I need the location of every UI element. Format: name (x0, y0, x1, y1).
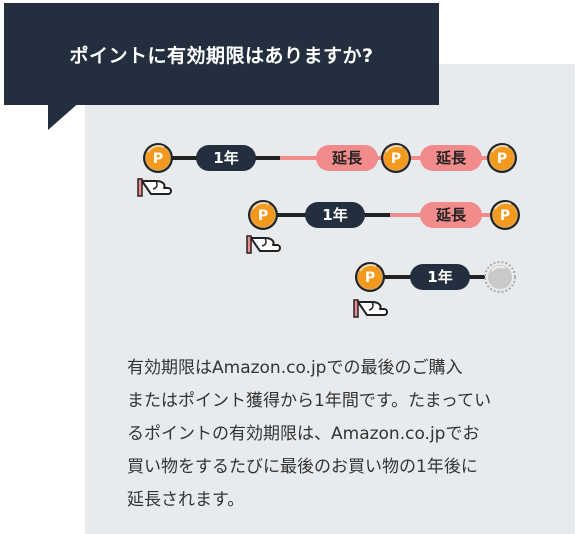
year-pill (196, 145, 256, 171)
svg-text:延長: 延長 (331, 149, 363, 167)
timeline-row-1: P 1年 延長 P 延長 P (137, 142, 518, 197)
coin-p-icon: P (489, 199, 521, 231)
body-line: 延長されます。 (127, 490, 245, 510)
svg-text:延長: 延長 (435, 206, 467, 224)
extend-pill (420, 202, 482, 228)
timeline-row-2: P 1年 延長 P (246, 199, 521, 254)
coin-p-icon: P (486, 142, 518, 174)
coin-p-icon: P (354, 261, 386, 293)
extend-pill (316, 145, 378, 171)
body-line: 有効期限はAmazon.co.jpでの最後のご購入 (127, 358, 463, 378)
timeline-row-3: P 1年 (353, 261, 516, 318)
points-expiry-diagram: P 1年 延長 P 延長 P P 1年 延長 P (137, 142, 521, 318)
svg-text:P: P (258, 208, 268, 224)
coin-p-icon: P (142, 142, 174, 174)
svg-text:P: P (365, 270, 375, 286)
hand-icon (246, 235, 281, 254)
title-bubble-tail (48, 100, 82, 130)
svg-text:P: P (497, 151, 507, 167)
hand-icon (137, 178, 172, 197)
title-banner (4, 3, 439, 105)
svg-text:1年: 1年 (213, 149, 238, 167)
coin-p-icon: P (380, 142, 412, 174)
year-pill (305, 202, 365, 228)
body-line: 買い物をするたびに最後のお買い物の1年後に (127, 457, 478, 477)
page-title: ポイントに有効期限はありますか? (69, 44, 374, 67)
expired-coin-icon (484, 261, 516, 293)
svg-text:延長: 延長 (435, 149, 467, 167)
body-line: またはポイント獲得から1年間です。たまってい (127, 391, 492, 411)
extend-pill (420, 145, 482, 171)
svg-text:P: P (153, 151, 163, 167)
body-line: るポイントの有効期限は、Amazon.co.jpでお (127, 424, 480, 444)
svg-text:1年: 1年 (427, 268, 452, 286)
svg-text:P: P (500, 208, 510, 224)
content-panel (85, 64, 575, 534)
svg-text:1年: 1年 (322, 206, 347, 224)
hand-icon (353, 299, 388, 318)
svg-text:P: P (391, 151, 401, 167)
coin-p-icon: P (247, 199, 279, 231)
year-pill (410, 264, 470, 290)
body-text: 有効期限はAmazon.co.jpでの最後のご購入 またはポイント獲得から1年間… (127, 352, 547, 517)
